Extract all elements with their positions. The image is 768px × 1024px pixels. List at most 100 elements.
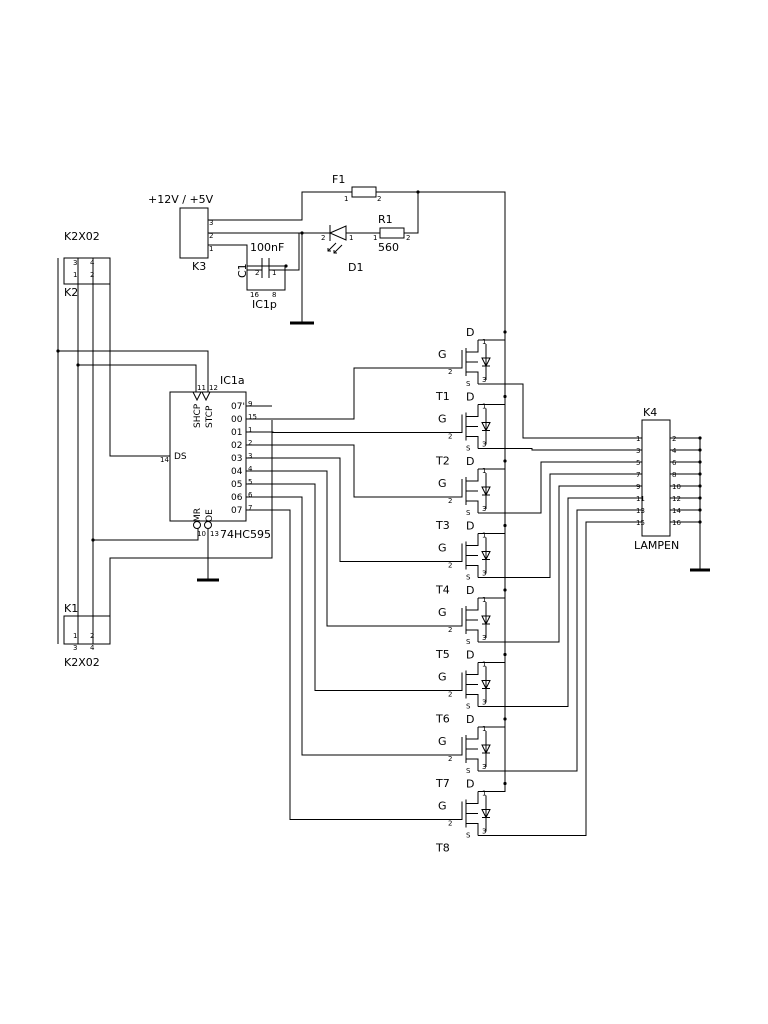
fuse-pin-1: 1 [344,195,348,203]
connector-k1: K1 1 2 3 4 K2X02 [63,602,111,669]
k4-left-pin: 3 [636,447,640,455]
output-pin-number: 7 [248,504,252,512]
k2-type-label: K2X02 [64,230,100,243]
mosfet-pin-s: 3 [482,505,486,513]
mosfet-symbol [455,404,479,449]
junction-dot [56,349,60,353]
capacitor-ref-label: C1 [236,263,249,278]
k4-left-pin: 11 [636,495,645,503]
resistor-r1 [379,227,405,239]
k4-left-pin: 9 [636,483,640,491]
junction-dot [300,231,304,235]
mosfet-pin-d: 1 [482,596,486,604]
junction-dot [503,588,507,592]
fuse-pin-2: 2 [377,195,381,203]
junction-dot [503,717,507,721]
mosfet-body-diode [481,408,491,445]
mosfet-pin-s: 3 [482,634,486,642]
output-label: 01 [231,428,242,438]
output-pin-number: 5 [248,478,252,486]
k4-left-pin: 5 [636,459,640,467]
pin-11-number: 11 [197,384,206,392]
mosfet-pin-d: 1 [482,532,486,540]
mosfet-pin-s: 3 [482,828,486,836]
mosfet-ref-label: T1 [435,390,450,403]
mosfet-body-diode [481,731,491,767]
mosfet-source-wire [478,521,642,836]
ic-power-pin-16: 16 [250,291,259,299]
mosfet-pin-s: 3 [482,441,486,449]
mosfet-source-wire [478,448,642,451]
k4-right-pin: 2 [672,435,676,443]
ic-power-pin-8: 8 [272,291,276,299]
mosfet-gate-wire [272,444,455,498]
mosfet-drain-wire [478,719,506,728]
mosfet-ref-label: T2 [435,455,450,468]
mosfet-gate-wire [272,431,455,433]
k4-right-pin: 4 [672,447,677,455]
k1-pin-3: 3 [73,644,77,652]
mosfet-source-label: S [466,703,471,711]
k4-right-pin: 8 [672,471,676,479]
mr-inverter-bubble [193,521,201,529]
mosfet-source-label: S [466,832,471,840]
led-ref-label: D1 [348,261,363,274]
mosfet-ref-label: T3 [435,519,450,532]
mosfet-body-diode [481,795,491,832]
output-pin-number: 15 [248,413,257,421]
mosfet-symbol [455,340,479,384]
output-label: 07' [231,402,245,412]
resistor-pin-1: 1 [373,234,377,242]
mosfet-drain-label: D [466,391,474,404]
k4-left-pin: 13 [636,507,645,515]
k2-pin-2: 2 [90,271,94,279]
stcp-label: STCP [205,405,215,428]
mr-pin-number: 10 [197,530,206,538]
capacitor-value-label: 100nF [250,241,284,254]
mosfet-source-wire [478,485,642,643]
mosfet-pin-g: 2 [448,755,452,763]
mosfet-drain-wire [478,525,506,534]
mosfet-source-wire [478,509,642,772]
mosfet-gate-wire [272,367,455,420]
junction-dot [91,538,95,542]
resistor-value-label: 560 [378,241,399,254]
ic1a-part-label: 74HC595 [220,528,271,541]
mosfet-drain-wire [478,396,506,405]
mosfet-ref-label: T8 [435,842,450,855]
mosfet-source-label: S [466,445,471,453]
output-label: 05 [231,480,242,490]
led-pin-1: 1 [349,234,353,242]
k4-body [641,419,671,537]
mosfet-source-label: S [466,638,471,646]
junction-dot [503,652,507,657]
oe-pin-number: 13 [210,530,219,538]
k4-right-pin: 12 [672,495,681,503]
output-pin-number: 6 [248,491,253,499]
mosfet-ref-label: T5 [435,648,450,661]
mosfet-gate-label: G [438,348,447,361]
mosfet-source-wire [478,383,642,439]
k2-pin-3: 3 [73,259,77,267]
mosfet-drain-wire [478,590,506,599]
mosfet-gate-label: G [438,735,447,748]
connector-k2: K2X02 3 4 1 2 K2 [63,230,111,299]
mosfet-gate-label: G [438,477,447,490]
mosfet-drain-wire [478,332,506,341]
mosfet-pin-d: 1 [482,661,486,669]
k3-pin-3: 3 [209,219,213,227]
mosfet-pin-d: 1 [482,338,486,346]
mosfet-pin-s: 3 [482,699,486,707]
output-label: 06 [231,493,243,503]
mosfet-pin-d: 1 [482,467,486,475]
mosfet-gate-wire [272,470,455,627]
k1-type-label: K2X02 [64,656,100,669]
mosfet-gate-label: G [438,413,447,426]
mosfet-gate-wire [272,457,455,562]
mosfet-source-label: S [466,574,471,582]
mosfet-drain-label: D [466,455,474,468]
oe-label: OE [205,509,215,522]
